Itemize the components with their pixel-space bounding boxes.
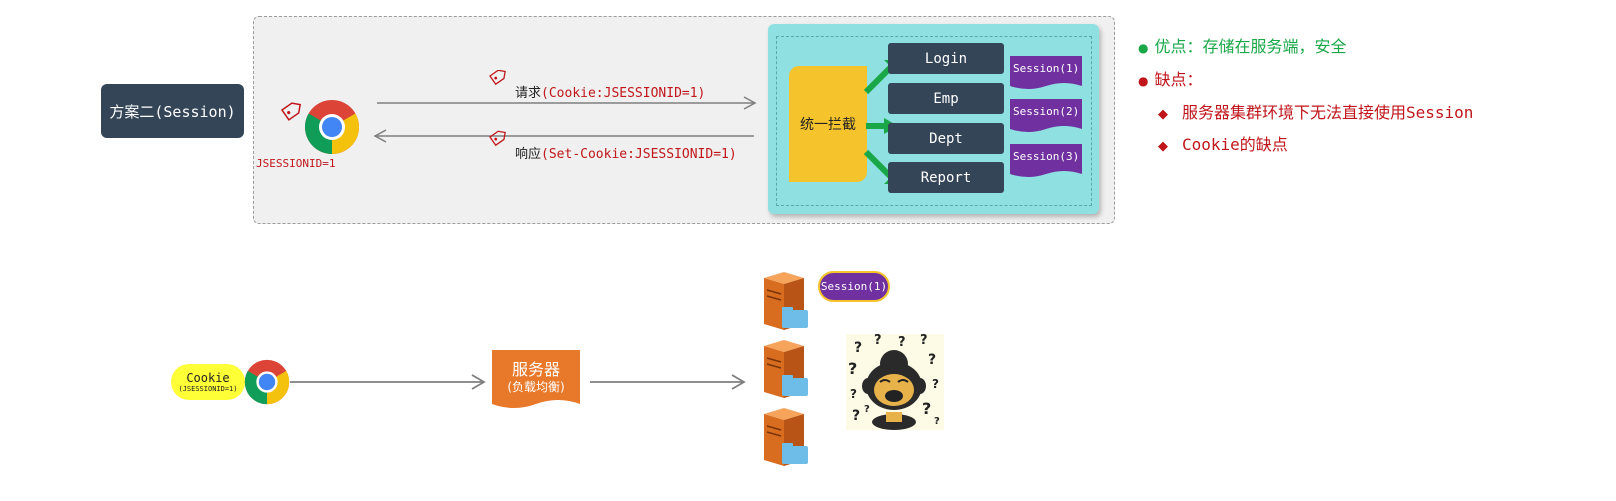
cookie-pill-sub: (JSESSIONID=1) <box>178 385 238 393</box>
svg-text:?: ? <box>922 399 931 418</box>
red-bullet-icon: ● <box>1138 74 1149 88</box>
svg-text:?: ? <box>852 408 860 424</box>
server-tower-icon <box>764 408 808 466</box>
session-2-label: Session(2) <box>1013 105 1080 118</box>
load-balancer-shape <box>492 350 580 408</box>
svg-text:?: ? <box>854 340 862 356</box>
cookie-pill: Cookie (JSESSIONID=1) <box>171 364 245 400</box>
server-tower-icon <box>764 272 808 330</box>
session-1-label: Session(1) <box>1013 62 1080 75</box>
response-label-text: 响应 <box>515 147 542 162</box>
controller-report: Report <box>888 162 1004 193</box>
load-balancer-sub: (负载均衡) <box>507 380 565 394</box>
svg-text:?: ? <box>864 404 870 415</box>
diamond-bullet-icon: ◆ <box>1158 139 1168 154</box>
svg-text:?: ? <box>932 377 939 391</box>
diamond-bullet-icon: ◆ <box>1158 107 1168 122</box>
cluster-arrows <box>290 374 746 390</box>
response-cookie-code: (Set-Cookie:JSESSIONID=1) <box>541 147 737 162</box>
svg-text:?: ? <box>874 334 882 348</box>
svg-text:?: ? <box>920 334 928 348</box>
server-inner-frame <box>776 36 1092 206</box>
cons-title-text: 缺点： <box>1154 70 1203 89</box>
cons-item-1: ◆ 服务器集群环境下无法直接使用Session <box>1158 99 1473 123</box>
chrome-browser-icon <box>244 359 290 405</box>
svg-text:?: ? <box>848 359 857 378</box>
response-label: 响应(Set-Cookie:JSESSIONID=1) <box>515 143 737 162</box>
session-flags <box>1010 56 1082 177</box>
cons-item-1-text: 服务器集群环境下无法直接使用Session <box>1182 103 1474 122</box>
svg-text:?: ? <box>898 335 906 350</box>
pros-note: ● 优点：存储在服务端，安全 <box>1138 33 1347 57</box>
cons-title: ● 缺点： <box>1138 66 1203 90</box>
cookie-pill-title: Cookie <box>186 371 230 385</box>
browser-cookie-label: JSESSIONID=1 <box>256 157 336 170</box>
green-bullet-icon: ● <box>1138 41 1149 55</box>
request-cookie-code: (Cookie:JSESSIONID=1) <box>541 86 706 101</box>
controller-emp: Emp <box>888 83 1004 114</box>
request-response-arrows <box>373 70 757 147</box>
server-tower-icon <box>764 340 808 398</box>
controller-login: Login <box>888 43 1004 74</box>
controller-dept: Dept <box>888 123 1004 154</box>
pros-text: 优点：存储在服务端，安全 <box>1154 37 1347 56</box>
svg-text:?: ? <box>928 352 936 368</box>
scheme-title: 方案二(Session) <box>101 84 244 138</box>
session-3-label: Session(3) <box>1013 150 1080 163</box>
browser-tag-icon <box>280 102 302 121</box>
chrome-browser-icon <box>304 100 360 154</box>
interceptor-box: 统一拦截 <box>789 66 867 182</box>
request-label: 请求(Cookie:JSESSIONID=1) <box>515 82 705 101</box>
request-label-text: 请求 <box>515 86 542 101</box>
cons-item-2-text: Cookie的缺点 <box>1182 135 1288 154</box>
load-balancer-title: 服务器 <box>511 360 560 379</box>
cluster-session-pill: Session(1) <box>818 271 890 302</box>
confused-monkey-icon: ? ? ? ? ? ? ? ? ? ? ? ? <box>846 334 944 430</box>
cons-item-2: ◆ Cookie的缺点 <box>1158 131 1288 155</box>
svg-text:?: ? <box>934 416 940 427</box>
svg-text:?: ? <box>850 387 857 401</box>
